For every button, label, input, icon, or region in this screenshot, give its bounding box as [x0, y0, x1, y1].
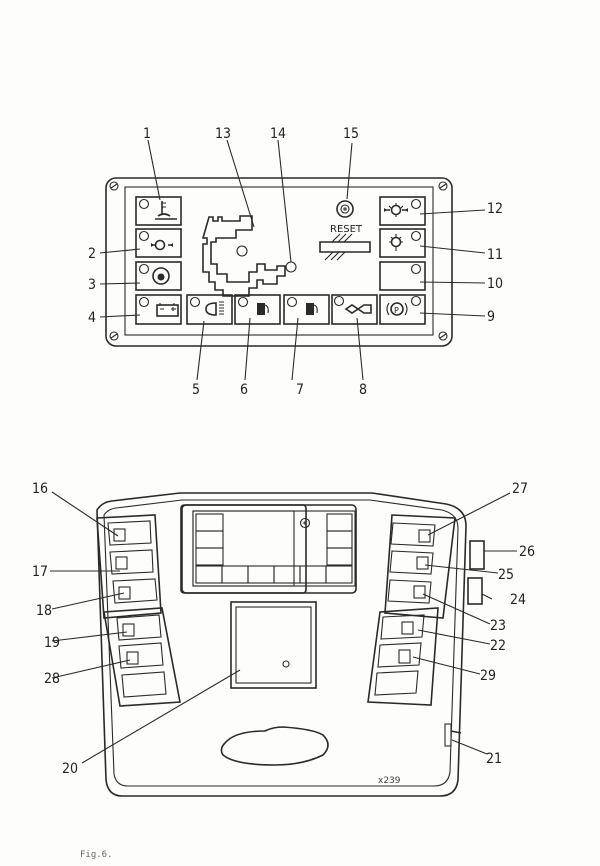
- callout-20: 20: [62, 761, 78, 777]
- toggle-switch-21[interactable]: [444, 723, 462, 747]
- transmission-oil-pressure-icon: [384, 203, 408, 217]
- callout-5: 5: [192, 382, 200, 398]
- callout-3: 3: [88, 277, 96, 293]
- callout-22: 22: [490, 638, 506, 654]
- rocker-switch-25[interactable]: [389, 550, 434, 575]
- blank-switch-slot-left: [121, 671, 167, 698]
- callout-4: 4: [88, 310, 96, 326]
- callout-23: 23: [490, 618, 506, 634]
- callout-25: 25: [498, 567, 514, 583]
- svg-text:P: P: [394, 306, 399, 315]
- callout-29: 29: [480, 668, 496, 684]
- coolant-temperature-icon: [155, 201, 177, 220]
- indicator-4-battery: [135, 294, 182, 325]
- indicator-9-parking-brake: P: [379, 294, 426, 325]
- engine-oil-pressure-icon: [151, 239, 173, 251]
- battery-charge-icon: [156, 303, 179, 317]
- rocker-switch-18[interactable]: [112, 578, 158, 604]
- right-switch-bank: [367, 514, 456, 706]
- callout-17: 17: [32, 564, 48, 580]
- display-cluster: [180, 504, 357, 594]
- screw-icon: [109, 331, 119, 341]
- dashboard-outer-shell: [96, 492, 467, 797]
- callout-12: 12: [487, 201, 503, 217]
- headlight-main-beam-icon: [205, 301, 224, 316]
- callout-14: 14: [270, 126, 286, 142]
- rocker-switch-17[interactable]: [109, 549, 154, 575]
- indicator-8-turn-signal: [331, 294, 378, 325]
- engine-warning-lamp-13: [236, 245, 248, 257]
- indicator-11-transmission-temp: [379, 228, 426, 258]
- indicator-7-fuel: [283, 294, 330, 325]
- callout-18: 18: [36, 603, 52, 619]
- rocker-switch-19[interactable]: [116, 614, 162, 641]
- dashboard-inner-shell: [103, 499, 459, 787]
- lower-oval-recess: [220, 726, 329, 766]
- callout-13: 13: [215, 126, 231, 142]
- side-switch-26[interactable]: [469, 540, 485, 570]
- transmission-oil-temperature-icon: [389, 234, 403, 251]
- callout-27: 27: [512, 481, 528, 497]
- rocker-switch-23[interactable]: [387, 579, 432, 604]
- reset-button[interactable]: RESET: [330, 200, 363, 235]
- callout-19: 19: [44, 635, 60, 651]
- reset-label: RESET: [330, 224, 363, 235]
- callout-21: 21: [486, 751, 502, 767]
- callout-24: 24: [510, 592, 526, 608]
- callout-15: 15: [343, 126, 359, 142]
- left-switch-bank: [96, 514, 181, 707]
- callout-10: 10: [487, 276, 503, 292]
- callout-26: 26: [519, 544, 535, 560]
- indicator-12-transmission-pressure: [379, 196, 426, 226]
- side-switch-24[interactable]: [467, 577, 483, 605]
- rocker-switch-29[interactable]: [377, 642, 422, 668]
- warning-panel: P: [88, 126, 503, 398]
- panel-inner-frame: [124, 186, 434, 336]
- air-filter-icon: [152, 267, 170, 285]
- callout-7: 7: [296, 382, 304, 398]
- blank-switch-slot-right: [374, 670, 419, 696]
- callout-28: 28: [44, 671, 60, 687]
- display-knob[interactable]: [299, 517, 311, 529]
- screw-icon: [438, 181, 448, 191]
- callout-9: 9: [487, 309, 495, 325]
- drawing-reference: x239: [378, 776, 401, 786]
- fuel-level-icon: [257, 303, 269, 315]
- panel-outer-frame: [105, 177, 453, 347]
- engine-transmission-schematic: [201, 215, 297, 297]
- dashboard-callout-leaders: [50, 491, 517, 764]
- gauge-adjust-screw[interactable]: [282, 660, 290, 668]
- indicator-2-engine-oil: [135, 228, 182, 258]
- parking-brake-icon: P: [386, 302, 408, 316]
- figure-caption: Fig.6.: [80, 850, 113, 860]
- callout-11: 11: [487, 247, 503, 263]
- indicator-10-blank: [379, 261, 426, 291]
- callout-8: 8: [359, 382, 367, 398]
- turn-indicator-icon: [344, 304, 372, 314]
- drive-coupling-icon: [319, 233, 371, 261]
- callout-1: 1: [143, 126, 151, 142]
- rocker-switch-27[interactable]: [390, 522, 436, 547]
- dashboard: x239 16 17 18 19 20 21 22 23 24 25 2: [32, 481, 535, 797]
- callout-6: 6: [240, 382, 248, 398]
- fuel-level-icon: [306, 303, 318, 315]
- indicator-6-fuel: [234, 294, 281, 325]
- callout-2: 2: [88, 246, 96, 262]
- display-cells: [195, 513, 353, 584]
- screw-icon: [109, 181, 119, 191]
- indicator-5-main-beam: [186, 294, 233, 325]
- callout-leaders: [99, 139, 486, 381]
- rocker-switch-22[interactable]: [380, 614, 425, 640]
- rocker-switch-16[interactable]: [107, 520, 152, 546]
- central-gauge: [230, 601, 317, 689]
- screw-icon: [438, 331, 448, 341]
- indicator-1-coolant-temp: [135, 196, 182, 226]
- rocker-switch-28[interactable]: [118, 642, 164, 669]
- callout-16: 16: [32, 481, 48, 497]
- indicator-3-air-filter: [135, 261, 182, 291]
- transmission-warning-lamp-14: [285, 261, 297, 273]
